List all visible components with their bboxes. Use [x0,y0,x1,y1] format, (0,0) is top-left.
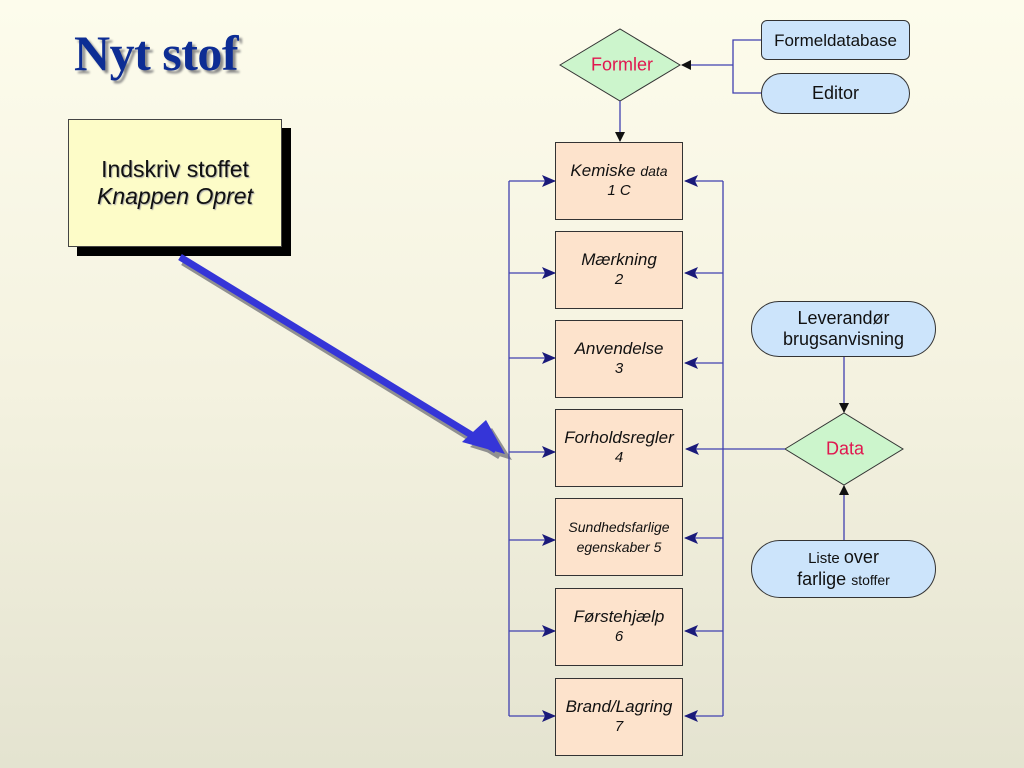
step-3-num: 3 [614,360,624,377]
leverandor-line-1: Leverandør [797,308,890,328]
step-2-label: Mærkning [581,250,657,269]
formler-label: Formler [591,54,653,75]
step-box-maerkning: Mærkning 2 [555,231,683,309]
liste-text-d: stoffer [851,572,890,588]
step-1-num: 1 C [607,182,631,199]
liste-text-b: over [843,547,879,567]
formler-input-connector [681,39,762,94]
step-box-brand-lagring: Brand/Lagring 7 [555,678,683,756]
data-label: Data [825,438,865,459]
pointer-arrow [178,254,512,460]
step-box-sundhedsfarlige: Sundhedsfarlige egenskaber 5 [555,498,683,576]
step-7-label: Brand/Lagring [565,697,673,716]
liste-text-c: farlige [797,569,852,589]
step-1-label: Kemiske [570,161,641,180]
slide-title: Nyt stof [74,25,239,81]
data-diamond [784,412,904,486]
formeldatabase-box: Formeldatabase [761,20,910,60]
editor-box: Editor [761,73,910,114]
step-6-num: 6 [614,628,624,645]
instruction-note: Indskriv stoffet Knappen Opret [68,119,282,247]
step-2-num: 2 [614,271,624,288]
right-bus [684,175,724,722]
step-5-label-2: egenskaber 5 [576,539,662,555]
formler-diamond [559,28,681,102]
step-box-forholdsregler: Forholdsregler 4 [555,409,683,487]
step-1-label-small: data [640,163,668,179]
step-box-forstehjaelp: Førstehjælp 6 [555,588,683,666]
step-6-label: Førstehjælp [573,607,665,626]
formeldatabase-label: Formeldatabase [774,30,897,50]
step-4-num: 4 [614,449,624,466]
liste-box: Liste over farlige stoffer [751,540,936,598]
note-line-2: Knappen Opret [96,183,253,209]
step-3-label: Anvendelse [574,339,664,358]
editor-label: Editor [811,83,860,103]
liste-text-a: Liste [808,550,844,567]
step-box-kemiske-data: Kemiske data 1 C [555,142,683,220]
step-7-num: 7 [614,718,624,735]
step-box-anvendelse: Anvendelse 3 [555,320,683,398]
step-4-label: Forholdsregler [564,428,674,447]
leverandor-box: Leverandør brugsanvisning [751,301,936,357]
step-5-label: Sundhedsfarlige [568,519,670,535]
leverandor-line-2: brugsanvisning [782,329,905,349]
left-bus [508,175,556,722]
note-line-1: Indskriv stoffet [101,156,249,182]
